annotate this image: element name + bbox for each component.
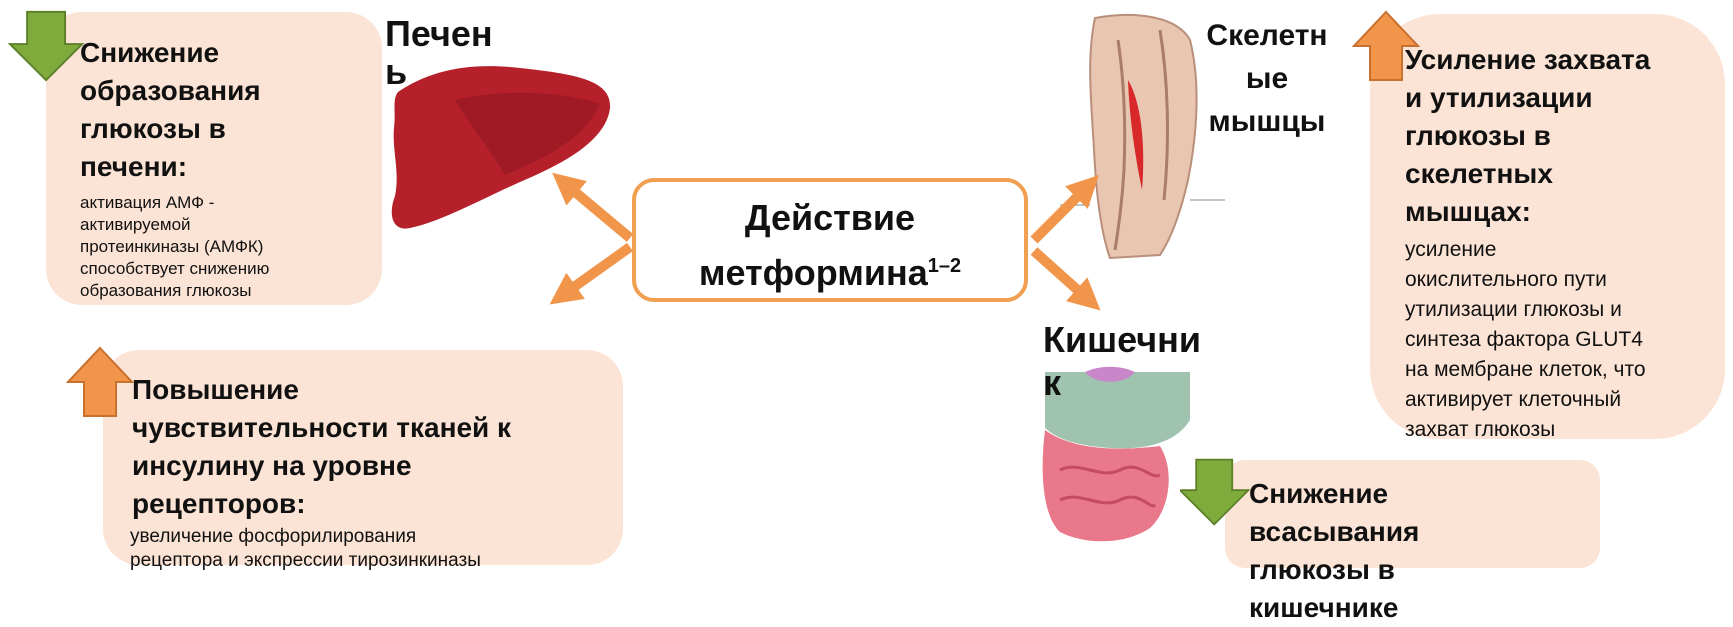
muscle-text: усиление окислительного пути утилизации …	[1405, 235, 1725, 445]
intestine-organ-label-line: к	[1043, 361, 1201, 405]
center-box: Действие метформина1–2	[632, 178, 1028, 302]
sensitivity-text: увеличение фосфорилирования рецептора и …	[130, 525, 610, 573]
liver-heading-line: Снижение	[80, 34, 360, 72]
liver-text-line: образования глюкозы	[80, 280, 370, 302]
muscle-organ-label: Скелетн ые мышцы	[1192, 14, 1342, 143]
liver-heading: Снижение образования глюкозы в печени:	[80, 34, 360, 186]
sensitivity-heading-line: инсулину на уровне	[132, 447, 612, 485]
intestine-heading-line: Снижение	[1249, 475, 1549, 513]
liver-text: активация АМФ - активируемой протеинкина…	[80, 192, 370, 302]
arrow-down-icon	[8, 8, 88, 88]
intestine-heading-line: всасывания	[1249, 513, 1549, 551]
muscle-heading-line: Усиление захвата	[1405, 41, 1725, 79]
arrow-down-icon	[1180, 456, 1252, 528]
arrow-to-intestine	[1034, 251, 1091, 302]
intestine-heading: Снижение всасывания глюкозы в кишечнике	[1249, 475, 1549, 627]
muscle-text-line: на мембране клеток, что	[1405, 355, 1725, 385]
muscle-heading-line: мышцах:	[1405, 193, 1725, 231]
sensitivity-heading-line: чувствительности тканей к	[132, 409, 612, 447]
muscle-heading-line: и утилизации	[1405, 79, 1725, 117]
sensitivity-text-line: увеличение фосфорилирования	[130, 525, 610, 549]
center-title-citation: 1–2	[928, 255, 961, 277]
muscle-text-line: активирует клеточный	[1405, 385, 1725, 415]
liver-heading-line: образования	[80, 72, 360, 110]
intestine-organ-label-line: Кишечни	[1043, 318, 1201, 362]
liver-text-line: способствует снижению	[80, 258, 370, 280]
muscle-text-line: усиление	[1405, 235, 1725, 265]
sensitivity-heading: Повышение чувствительности тканей к инсу…	[132, 371, 612, 523]
arrow-to-muscle	[1034, 184, 1090, 240]
sensitivity-heading-line: рецепторов:	[132, 485, 612, 523]
muscle-text-line: окислительного пути	[1405, 265, 1725, 295]
liver-text-line: активация АМФ -	[80, 192, 370, 214]
intestine-organ-label: Кишечни к	[1043, 318, 1201, 405]
muscle-heading-line: глюкозы в	[1405, 117, 1725, 155]
arrow-up-icon	[66, 346, 134, 418]
liver-heading-line: глюкозы в	[80, 110, 360, 148]
sensitivity-text-line: рецептора и экспрессии тирозинкиназы	[130, 549, 610, 573]
center-title-line1: Действие	[636, 194, 1024, 242]
liver-text-line: активируемой	[80, 214, 370, 236]
intestine-heading-line: кишечнике	[1249, 589, 1549, 627]
arrow-to-sensitivity	[560, 247, 630, 297]
sensitivity-heading-line: Повышение	[132, 371, 612, 409]
muscle-organ-label-line: Скелетн	[1192, 14, 1342, 57]
arrow-to-liver	[562, 181, 630, 238]
liver-text-line: протеинкиназы (АМФК)	[80, 236, 370, 258]
muscle-text-line: утилизации глюкозы и	[1405, 295, 1725, 325]
muscle-organ-label-line: мышцы	[1192, 100, 1342, 143]
muscle-heading-line: скелетных	[1405, 155, 1725, 193]
muscle-text-line: захват глюкозы	[1405, 415, 1725, 445]
muscle-organ-label-line: ые	[1192, 57, 1342, 100]
center-title-text: метформина	[699, 252, 928, 293]
muscle-text-line: синтеза фактора GLUT4	[1405, 325, 1725, 355]
center-title-line2: метформина1–2	[636, 242, 1024, 297]
muscle-heading: Усиление захвата и утилизации глюкозы в …	[1405, 41, 1725, 231]
intestine-heading-line: глюкозы в	[1249, 551, 1549, 589]
liver-organ-label: Печен ь	[385, 12, 493, 94]
liver-organ-label-line: ь	[385, 50, 493, 94]
liver-heading-line: печени:	[80, 148, 360, 186]
